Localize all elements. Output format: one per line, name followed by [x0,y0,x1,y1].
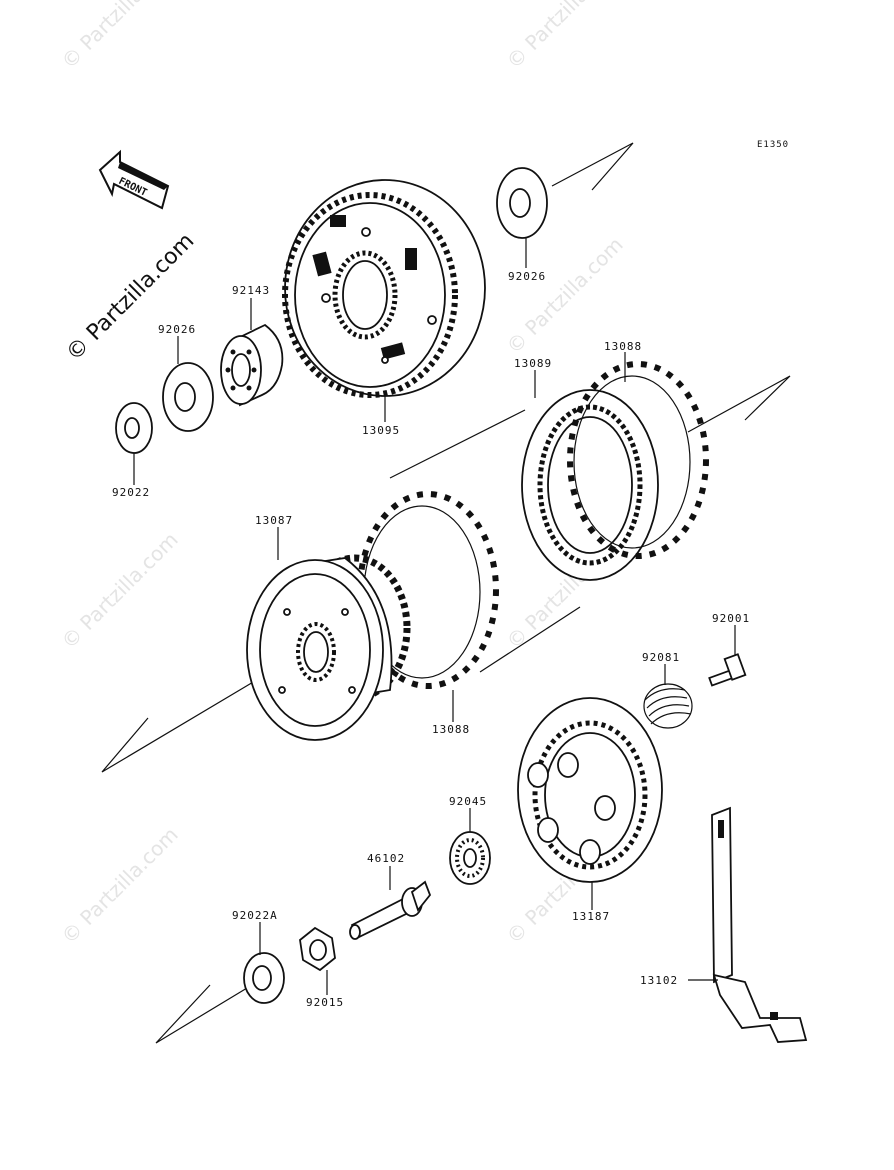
watermark-text: © Partzilla.com [57,527,183,653]
part-number: 13187 [572,910,610,923]
part-number: 92001 [712,612,750,625]
front-arrow-icon: FRONT [98,149,170,210]
part-92001-bolt [708,653,747,687]
part-13102-release-lever [711,806,808,1043]
part-number: 13087 [255,514,293,527]
part-92143-collar [220,323,284,407]
part-number: 92026 [158,323,196,336]
watermark-text: © Partzilla.com [57,0,183,74]
part-13095-clutch-housing [282,179,486,398]
watermark-text: © Partzilla.com [57,822,183,948]
part-46102-push-rod [349,880,432,940]
part-number: 92143 [232,284,270,297]
part-92015-nut [299,926,336,972]
part-number: 92022A [232,909,278,922]
part-number: 13089 [514,357,552,370]
part-13087-clutch-hub [246,554,411,741]
part-number: 92045 [449,795,487,808]
diagram-code: E1350 [757,140,789,150]
part-number: 46102 [367,852,405,865]
part-number: 92015 [306,996,344,1009]
part-92045-bearing [449,831,491,885]
part-number: 92081 [642,651,680,664]
part-92081-spring [643,683,693,729]
part-number: 13095 [362,424,400,437]
part-number: 13088 [432,723,470,736]
part-13088-friction-plate-top [567,361,709,559]
part-labels: 92026 92143 92026 92022 13095 13088 1308… [112,270,750,1009]
part-92026-washer [162,362,214,432]
part-number: 13102 [640,974,678,987]
axis-lines [101,142,791,1044]
part-13089-steel-plate [521,389,659,581]
copyright-text: © Partzilla.com [62,229,200,367]
part-92022a-washer [243,952,285,1004]
part-92026-washer-top [496,167,548,239]
leader-lines [133,238,736,995]
part-number: 92022 [112,486,150,499]
part-13187-pressure-plate [517,697,663,883]
part-number: 92026 [508,270,546,283]
part-number: 13088 [604,340,642,353]
watermark-text: © Partzilla.com [502,0,628,74]
part-92022-washer [115,402,153,454]
